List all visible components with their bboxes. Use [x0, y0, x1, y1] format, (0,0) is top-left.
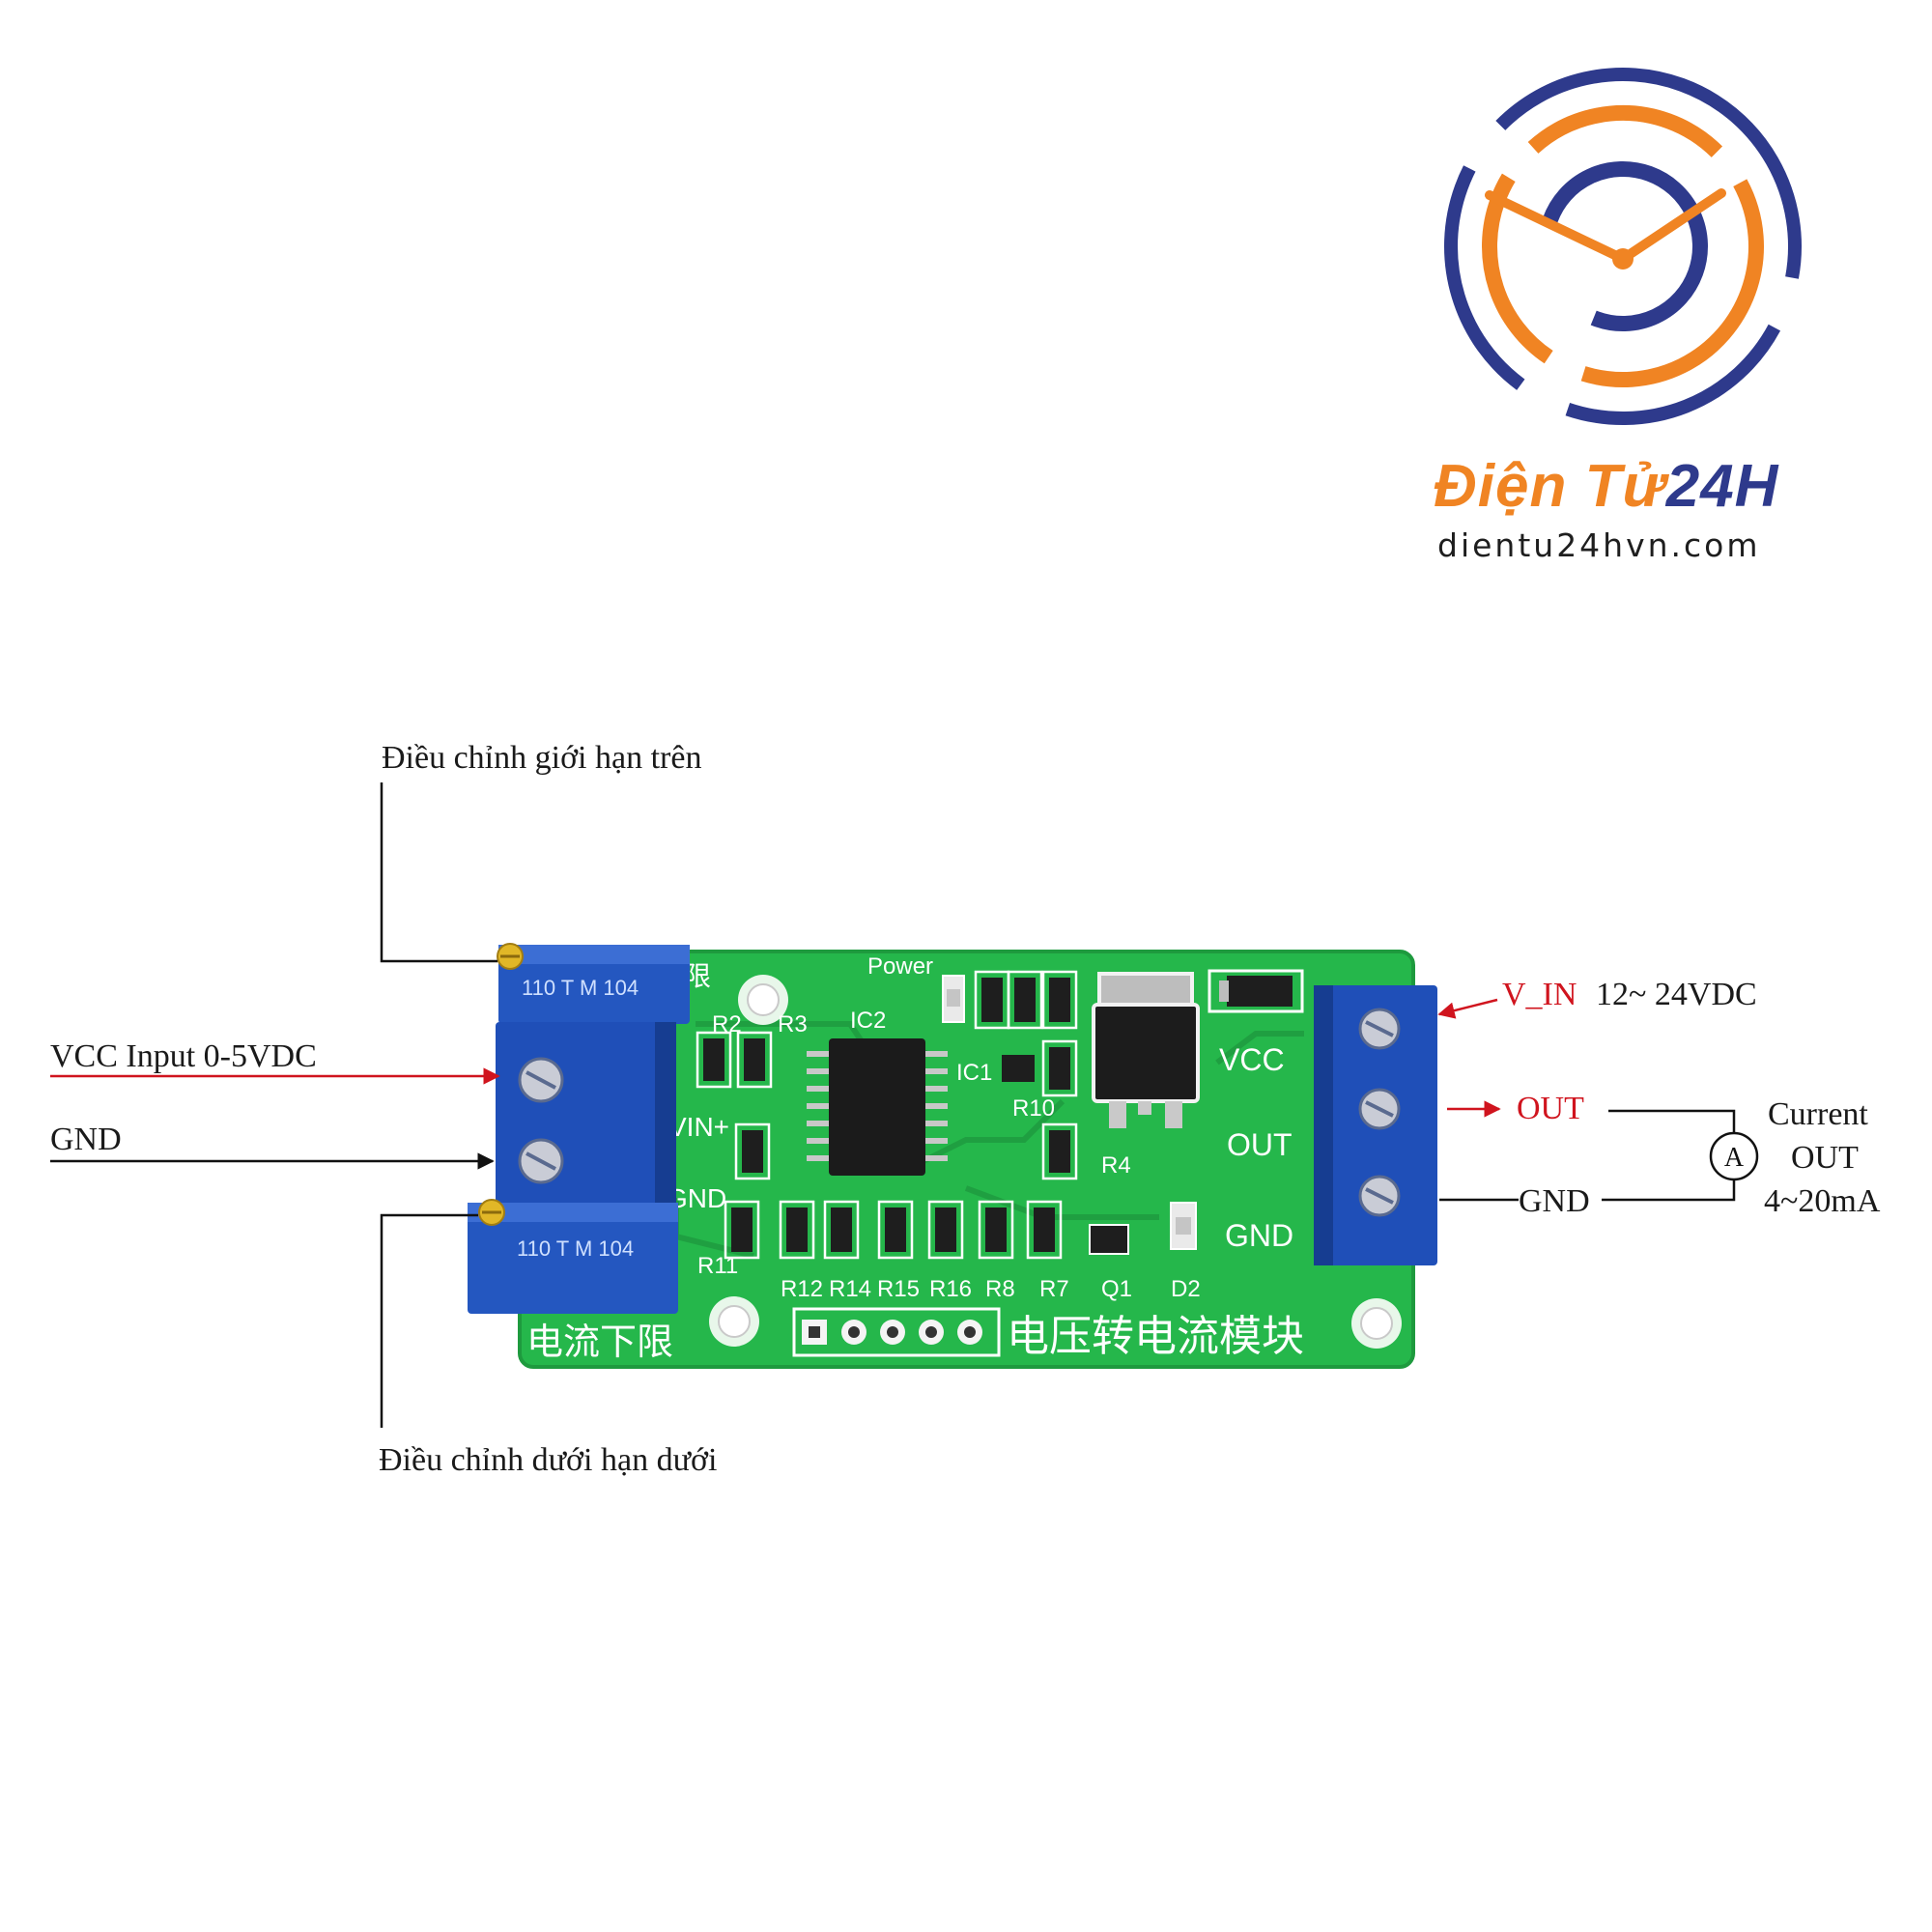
clock-icon	[1444, 68, 1802, 425]
silk-r8: R8	[985, 1276, 1015, 1302]
leader-line-lower-limit	[380, 1213, 478, 1428]
mounting-hole	[1351, 1298, 1402, 1349]
label-gnd-input: GND	[50, 1122, 122, 1157]
silk-title-cn: 电压转电流模块	[1007, 1313, 1304, 1360]
silk-r12: R12	[781, 1276, 823, 1302]
label-current-line2: OUT	[1791, 1140, 1859, 1176]
q1-transistor	[1089, 1224, 1129, 1255]
power-led	[942, 975, 965, 1023]
silk-vin-plus: VIN+	[668, 1112, 729, 1142]
svg-text:A: A	[1724, 1143, 1745, 1173]
d2-led	[1170, 1202, 1197, 1250]
brand-website: dientu24hvn.com	[1437, 526, 1761, 564]
mounting-hole	[738, 975, 788, 1025]
silk-q1: Q1	[1101, 1276, 1132, 1302]
silk-d2: D2	[1171, 1276, 1201, 1302]
silk-vcc: VCC	[1219, 1042, 1285, 1077]
pin-header	[792, 1307, 1001, 1357]
silk-lower-cn: 电流下限	[526, 1322, 673, 1363]
output-loop-wire	[1439, 1109, 1736, 1202]
label-out: OUT	[1517, 1091, 1584, 1126]
label-upper-limit: Điều chỉnh giới hạn trên	[382, 740, 701, 776]
silk-out: OUT	[1227, 1127, 1293, 1162]
resistor-array	[703, 978, 1070, 1252]
label-current-line1: Current	[1768, 1096, 1868, 1132]
mounting-hole	[709, 1296, 759, 1347]
ic2-chip	[807, 1038, 948, 1176]
brand-name-part2: 24H	[1665, 453, 1779, 520]
silk-ic1: IC1	[956, 1060, 992, 1086]
trimmer-screw-upper[interactable]	[497, 943, 524, 970]
trimmer-lower: 110 T M 104	[468, 1203, 678, 1314]
label-vcc-input: VCC Input 0-5VDC	[50, 1038, 317, 1074]
voltage-regulator	[1092, 972, 1200, 1128]
brand-name-part1: Điện Tử	[1434, 453, 1666, 520]
trimmer-upper: 110 T M 104	[498, 945, 690, 1024]
label-v-in: V_IN	[1502, 977, 1577, 1012]
silk-r14: R14	[829, 1276, 871, 1302]
label-lower-limit: Điều chỉnh dưới hạn dưới	[379, 1442, 717, 1478]
pcb-board: Power IC2 IC1 R2 R3 R10 R4 R11 R12 R14 R…	[518, 950, 1415, 1369]
ic1-transistor	[1002, 1055, 1035, 1082]
terminal-block-input	[496, 1022, 676, 1211]
silk-r10: R10	[1012, 1095, 1055, 1122]
ammeter-icon: A	[1709, 1131, 1759, 1181]
silk-r4: R4	[1101, 1152, 1131, 1179]
label-gnd-output: GND	[1519, 1183, 1590, 1219]
svg-text:110 T M 104: 110 T M 104	[522, 976, 639, 1000]
silk-r7: R7	[1039, 1276, 1069, 1302]
leader-line-upper-limit	[380, 782, 497, 963]
svg-text:110 T M 104: 110 T M 104	[517, 1236, 634, 1261]
trimmer-screw-lower[interactable]	[478, 1199, 505, 1226]
silk-r3: R3	[778, 1011, 808, 1037]
silk-gnd-right: GND	[1225, 1218, 1293, 1253]
silk-r16: R16	[929, 1276, 972, 1302]
silk-r2: R2	[712, 1011, 742, 1037]
label-current-line3: 4~20mA	[1764, 1183, 1881, 1219]
silk-ic2: IC2	[850, 1008, 886, 1034]
diode	[1208, 969, 1304, 1013]
silk-r15: R15	[877, 1276, 920, 1302]
silk-power: Power	[867, 953, 933, 980]
brand-name: Điện Tử24H	[1434, 452, 1778, 521]
arrow-v-in	[1437, 998, 1498, 1019]
label-v-in-range: 12~ 24VDC	[1596, 977, 1757, 1012]
silk-r11: R11	[697, 1253, 738, 1279]
terminal-block-output	[1314, 985, 1437, 1265]
